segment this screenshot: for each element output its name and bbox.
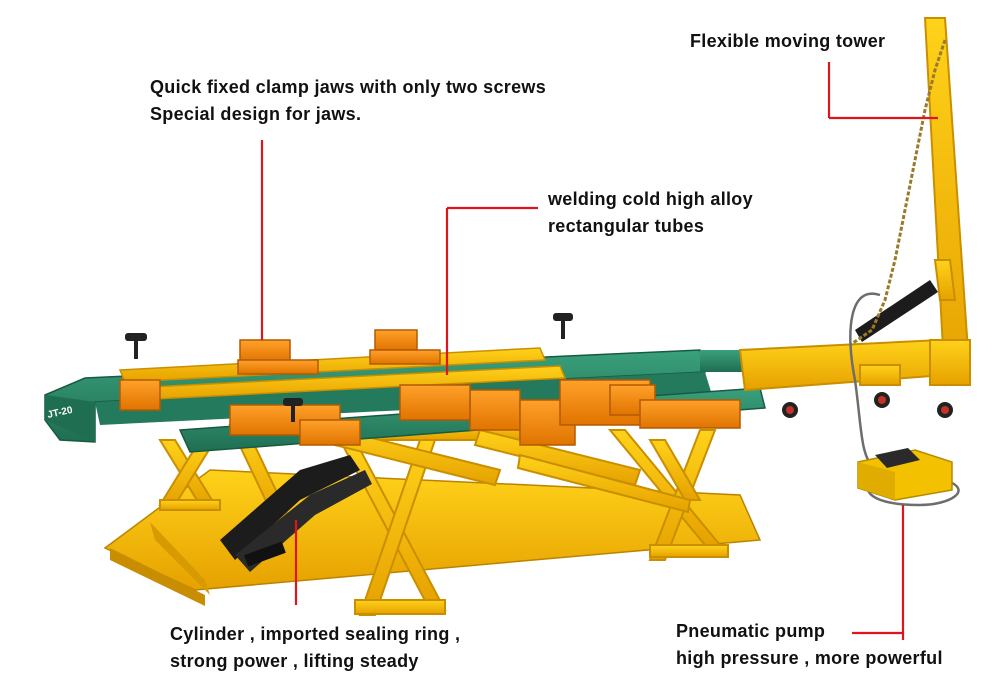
- clamp-jaws: [119, 329, 741, 446]
- callout-line: Quick fixed clamp jaws with only two scr…: [150, 77, 547, 97]
- tower-casters: [782, 392, 953, 418]
- tower-ram: [855, 280, 938, 342]
- callout-line: rectangular tubes: [548, 216, 705, 236]
- moving-tower: [738, 17, 972, 392]
- callout-rectangular-tubes: welding cold high alloy rectangular tube…: [548, 186, 753, 240]
- callout-line: Special design for jaws.: [150, 104, 362, 124]
- callout-pneumatic-pump: Pneumatic pump high pressure , more powe…: [676, 618, 943, 672]
- callout-line: Pneumatic pump: [676, 621, 826, 641]
- callout-line: high pressure , more powerful: [676, 648, 943, 668]
- air-hose: [849, 292, 960, 507]
- pneumatic-pump: [857, 448, 953, 501]
- callout-flexible-moving-tower: Flexible moving tower: [690, 28, 885, 55]
- model-label: JT-20: [46, 405, 74, 421]
- hydraulic-cylinders: [220, 455, 372, 572]
- scissor-lift: [158, 424, 729, 616]
- callout-line: Flexible moving tower: [690, 31, 886, 51]
- callout-clamp-jaws: Quick fixed clamp jaws with only two scr…: [150, 74, 546, 128]
- callout-line: welding cold high alloy: [548, 189, 753, 209]
- callout-line: Cylinder , imported sealing ring ,: [170, 624, 461, 644]
- callout-line: strong power , lifting steady: [170, 651, 419, 671]
- callout-cylinder: Cylinder , imported sealing ring , stron…: [170, 621, 460, 675]
- tower-chain: [849, 39, 947, 347]
